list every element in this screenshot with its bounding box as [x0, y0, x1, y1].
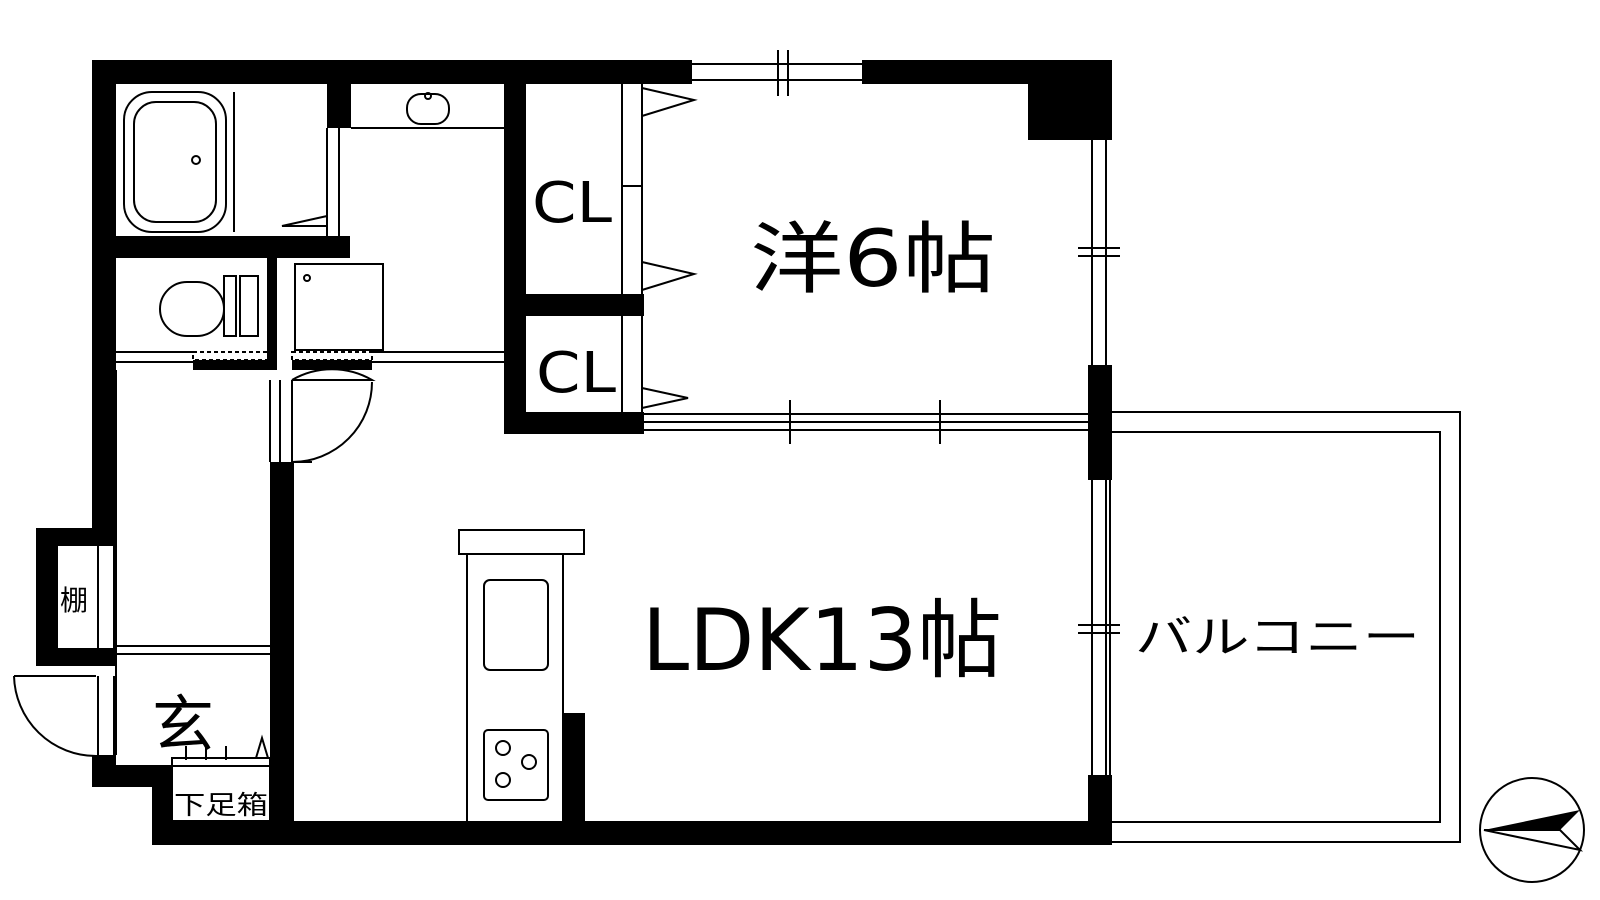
- kitchen-counter: [458, 529, 585, 823]
- toilet: [159, 281, 225, 337]
- closet-lower-label: CL: [536, 341, 616, 406]
- windows: [97, 50, 1120, 775]
- bathroom: [123, 91, 340, 236]
- washroom: [351, 92, 504, 129]
- closet-doors: [621, 84, 698, 412]
- shoe-box: [171, 734, 271, 822]
- entrance-door: [13, 675, 97, 757]
- shoe-box-label: 下足箱: [174, 791, 268, 821]
- laundry-pan: [291, 263, 504, 363]
- stove: [483, 729, 549, 801]
- entrance-label: 玄: [152, 688, 214, 761]
- shelf-label: 棚: [60, 584, 88, 617]
- compass: [1479, 777, 1585, 883]
- outer-walls: [36, 60, 1112, 845]
- balcony-area: [1109, 411, 1461, 843]
- closet-upper-label: CL: [532, 171, 612, 236]
- interior-walls: [116, 84, 644, 823]
- hall-door: [269, 368, 376, 463]
- toilet-room: [116, 275, 270, 363]
- balcony-label: バルコニー: [1135, 612, 1420, 663]
- bathtub: [123, 91, 227, 233]
- kitchen-sink: [483, 579, 549, 671]
- hallway: [115, 370, 270, 755]
- ldk-label: LDK13帖: [642, 591, 1002, 691]
- western-room-label: 洋6帖: [750, 215, 996, 305]
